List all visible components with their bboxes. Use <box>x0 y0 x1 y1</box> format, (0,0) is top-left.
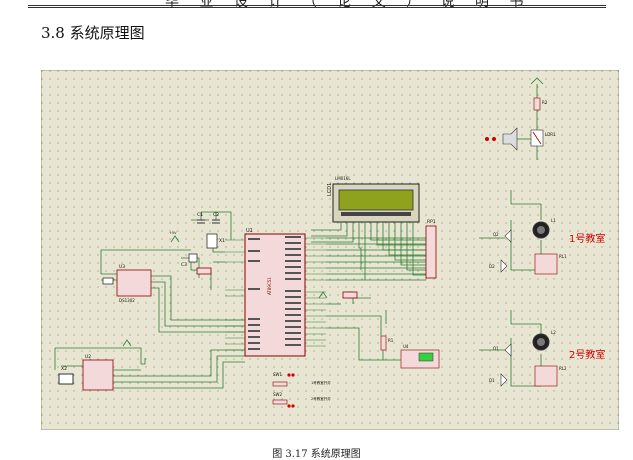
header-rule <box>28 5 606 6</box>
switch-sw2: SW2 2号教室开灯 <box>272 392 331 408</box>
reset-circuit-c3 <box>181 253 212 290</box>
rtc-wires <box>100 249 245 333</box>
rtc-chip-u2: U2 X2 <box>58 354 114 391</box>
power-label: +5V <box>169 231 177 235</box>
sw1-text: 1号教室开灯 <box>311 380 331 385</box>
l1-label: L1 <box>551 218 556 223</box>
rtc-chip-u3: U3 DS1302 <box>116 264 152 303</box>
mcu-ref-label: U1 <box>246 228 253 234</box>
rp1-label: RP1 <box>427 219 436 225</box>
c3-label: C3 <box>181 262 187 268</box>
sw2-text: 2号教室开灯 <box>311 396 331 401</box>
rl2-label: RL2 <box>559 366 567 371</box>
middle-right-wires <box>326 291 401 361</box>
classroom1-label: 1号教室 <box>569 232 605 245</box>
rl1-label: RL1 <box>559 254 567 259</box>
classroom1-relay-circuit: L1 RL1 Q2 D2 1号教室 <box>479 190 605 275</box>
light-sensor-circuit: R2 LDR1 <box>485 77 556 160</box>
r2-label: R2 <box>542 100 548 105</box>
lcd-model-label: LM016L <box>335 176 351 181</box>
mcu-model-label: AT89C51 <box>267 277 272 295</box>
sw1-label: SW1 <box>273 372 282 377</box>
schematic-diagram: LCD1 LM016L U1 AT89C51 <box>41 70 619 430</box>
q1-label: Q1 <box>493 346 499 351</box>
mcu-right-wires <box>326 237 426 281</box>
figure-caption: 图 3.17 系统原理图 <box>272 449 361 460</box>
lcd-display: LCD1 LM016L <box>327 176 420 223</box>
rtc-ref-label: U3 <box>119 264 125 270</box>
u2-label: U2 <box>85 354 91 360</box>
classroom2-label: 2号教室 <box>569 348 605 361</box>
lcd-pin-wires <box>311 222 426 280</box>
l2-label: L2 <box>551 330 556 335</box>
x2-label: X2 <box>61 366 67 372</box>
crystal-circuit-x1 <box>191 211 232 263</box>
sw2-label: SW2 <box>273 392 282 397</box>
d2-label: D2 <box>489 264 495 269</box>
header-rule-2 <box>28 7 606 8</box>
u2-wires <box>54 347 245 389</box>
c2-label: C2 <box>213 212 219 218</box>
resistor-pack-rp1: RP1 <box>425 219 437 279</box>
ldr-label: LDR1 <box>545 132 556 137</box>
c1-label: C1 <box>197 212 203 218</box>
r1-label: R1 <box>388 338 394 343</box>
d1-label: D1 <box>489 378 495 383</box>
rtc-model-label: DS1302 <box>119 298 135 303</box>
resistor-r1: R1 <box>380 335 394 351</box>
power-markers <box>122 235 328 347</box>
page-header: 毕 业 设 计 （ 论 文 ） 说 明 书 <box>0 0 633 10</box>
x1-label: X1 <box>219 238 225 244</box>
u4-label: U4 <box>403 344 409 349</box>
adc-module-u4: U4 <box>400 344 440 369</box>
lcd-ref-label: LCD1 <box>327 183 333 196</box>
switch-sw1: SW1 1号教室开灯 <box>272 372 331 387</box>
capacitors-c1-c2 <box>197 219 220 224</box>
q2-label: Q2 <box>493 232 499 237</box>
classroom2-relay-circuit: L2 RL2 Q1 D1 2号教室 <box>479 310 605 387</box>
section-title: 3.8 系统原理图 <box>41 24 145 42</box>
